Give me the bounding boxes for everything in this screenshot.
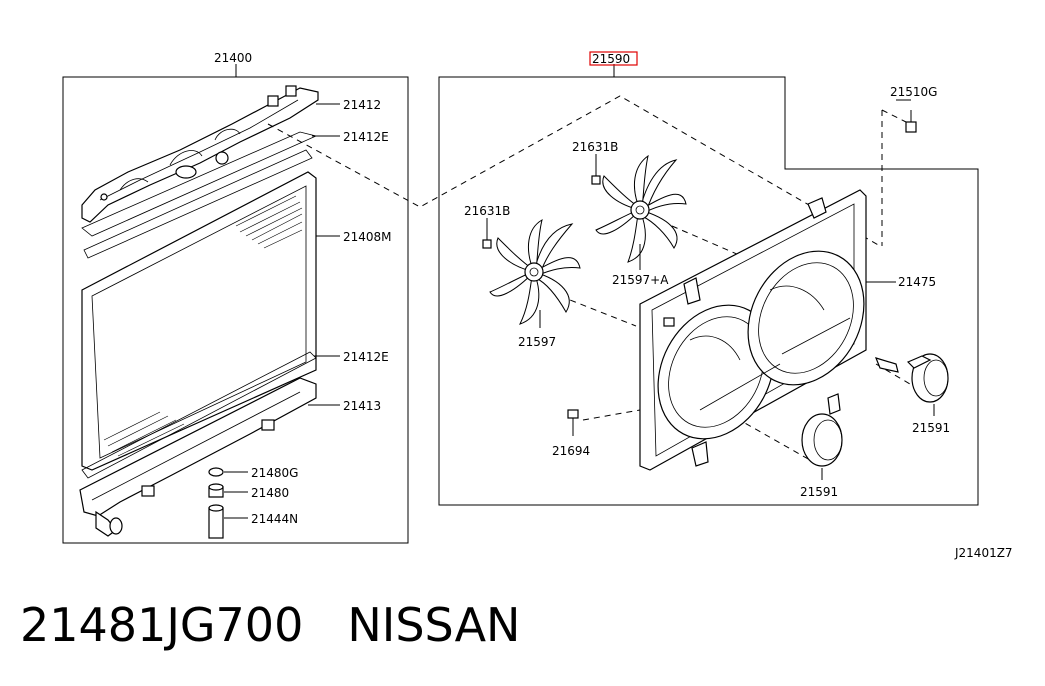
nut-21631B-left	[482, 218, 492, 249]
bolt-21510G	[881, 99, 917, 133]
label-21412E-top: 21412E	[343, 130, 389, 144]
label-21631B-left: 21631B	[464, 204, 510, 218]
upper-tank-gasket	[81, 131, 340, 259]
part-number: 21481JG700	[20, 598, 304, 652]
nut-21631B-upper	[591, 154, 601, 185]
highlight-box-21590	[589, 51, 638, 66]
label-21591-bottom: 21591	[800, 485, 838, 499]
label-21480: 21480	[251, 486, 289, 500]
label-21590: 21590	[592, 52, 630, 66]
label-21408M: 21408M	[343, 230, 392, 244]
fan-blade-21597	[489, 218, 581, 325]
label-21412E-bottom: 21412E	[343, 350, 389, 364]
radiator-assembly-frame: 21400	[62, 51, 409, 544]
fan-motor-21591-right	[874, 353, 949, 416]
bolt-21694	[567, 409, 579, 436]
label-21400: 21400	[214, 51, 252, 65]
label-21413: 21413	[343, 399, 381, 413]
label-21480G: 21480G	[251, 466, 298, 480]
radiator-lower-tank	[79, 377, 340, 537]
label-21475: 21475	[898, 275, 936, 289]
radiator-core	[81, 171, 340, 471]
fan-assembly-frame: 21590	[438, 51, 979, 506]
fan-motor-21591-bottom	[801, 393, 843, 480]
label-21510G: 21510G	[890, 85, 937, 99]
diagram-code: J21401Z7	[954, 546, 1013, 560]
brand-name: NISSAN	[347, 598, 521, 652]
label-21694: 21694	[552, 444, 590, 458]
label-21631B-upper: 21631B	[572, 140, 618, 154]
label-21597A: 21597+A	[612, 273, 669, 287]
footer: 21481JG700 NISSAN	[20, 598, 520, 652]
radiator-upper-tank	[81, 85, 340, 223]
label-21591-right: 21591	[912, 421, 950, 435]
label-21412: 21412	[343, 98, 381, 112]
fan-shroud-21475	[639, 189, 896, 471]
fan-blade-21597A	[595, 154, 687, 263]
label-21444N: 21444N	[251, 512, 298, 526]
label-21597: 21597	[518, 335, 556, 349]
lower-tank-gasket	[81, 351, 340, 479]
drain-parts	[208, 467, 248, 539]
